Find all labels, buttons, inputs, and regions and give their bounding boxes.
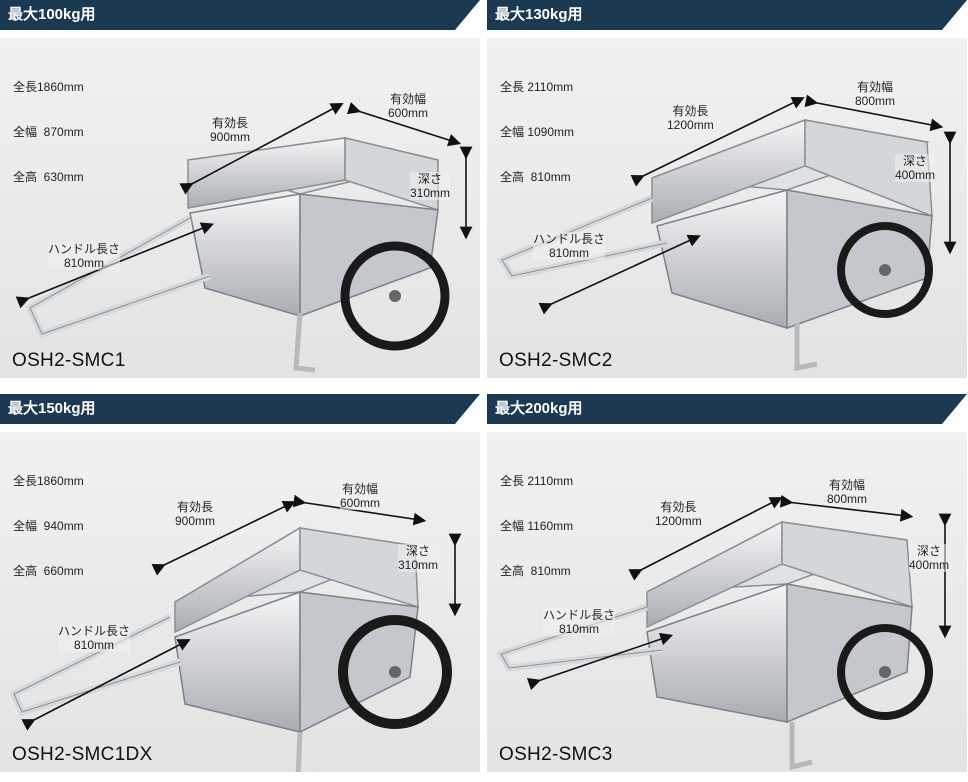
cart-illustration (496, 94, 957, 372)
header-banner-shape (487, 394, 967, 424)
cart-illustration (9, 494, 462, 772)
model-name: OSH2-SMC1DX (12, 744, 153, 765)
spec-overall-length: 全長 2110mm (500, 474, 574, 488)
spec-overall-width: 全幅 940mm (13, 519, 84, 533)
spec-overall-height: 全高 660mm (13, 564, 84, 578)
header-banner-shape (0, 0, 480, 30)
spec-list: 全長1860mm 全幅 870mm 全高 630mm (13, 50, 84, 215)
capacity-label: 最大130kg用 (495, 6, 583, 23)
capacity-header: 最大200kg用 (487, 394, 967, 424)
spec-overall-width: 全幅 870mm (13, 125, 84, 139)
spec-overall-width: 全幅 1160mm (500, 519, 574, 533)
product-panel-osh2-smc1dx: 最大150kg用 全長1860mm (0, 394, 480, 774)
model-name: OSH2-SMC1 (12, 350, 126, 371)
capacity-label: 最大200kg用 (495, 400, 583, 417)
header-banner-shape (0, 394, 480, 424)
capacity-header: 最大100kg用 (0, 0, 480, 30)
spec-list: 全長 2110mm 全幅 1090mm 全高 810mm (500, 50, 574, 215)
spec-list: 全長1860mm 全幅 940mm 全高 660mm (13, 444, 84, 609)
spec-overall-length: 全長 2110mm (500, 80, 574, 94)
capacity-header: 最大150kg用 (0, 394, 480, 424)
cart-illustration (495, 494, 952, 771)
product-panel-osh2-smc3: 最大200kg用 全長 2110mm (487, 394, 967, 774)
product-panel-osh2-smc1: 最大100kg用 (0, 0, 480, 380)
spec-overall-height: 全高 810mm (500, 170, 571, 184)
capacity-header: 最大130kg用 (487, 0, 967, 30)
capacity-label: 最大100kg用 (8, 6, 96, 23)
spec-overall-length: 全長1860mm (13, 474, 84, 488)
capacity-label: 最大150kg用 (8, 400, 96, 417)
product-panel-osh2-smc2: 最大130kg用 全長 2110mm (487, 0, 967, 380)
model-name: OSH2-SMC3 (499, 744, 613, 765)
model-name: OSH2-SMC2 (499, 350, 613, 371)
spec-overall-width: 全幅 1090mm (500, 125, 575, 139)
spec-list: 全長 2110mm 全幅 1160mm 全高 810mm (500, 444, 573, 609)
spec-overall-length: 全長1860mm (13, 80, 84, 94)
header-banner-shape (487, 0, 967, 30)
spec-overall-height: 全高 630mm (13, 170, 84, 184)
spec-overall-height: 全高 810mm (500, 564, 571, 578)
